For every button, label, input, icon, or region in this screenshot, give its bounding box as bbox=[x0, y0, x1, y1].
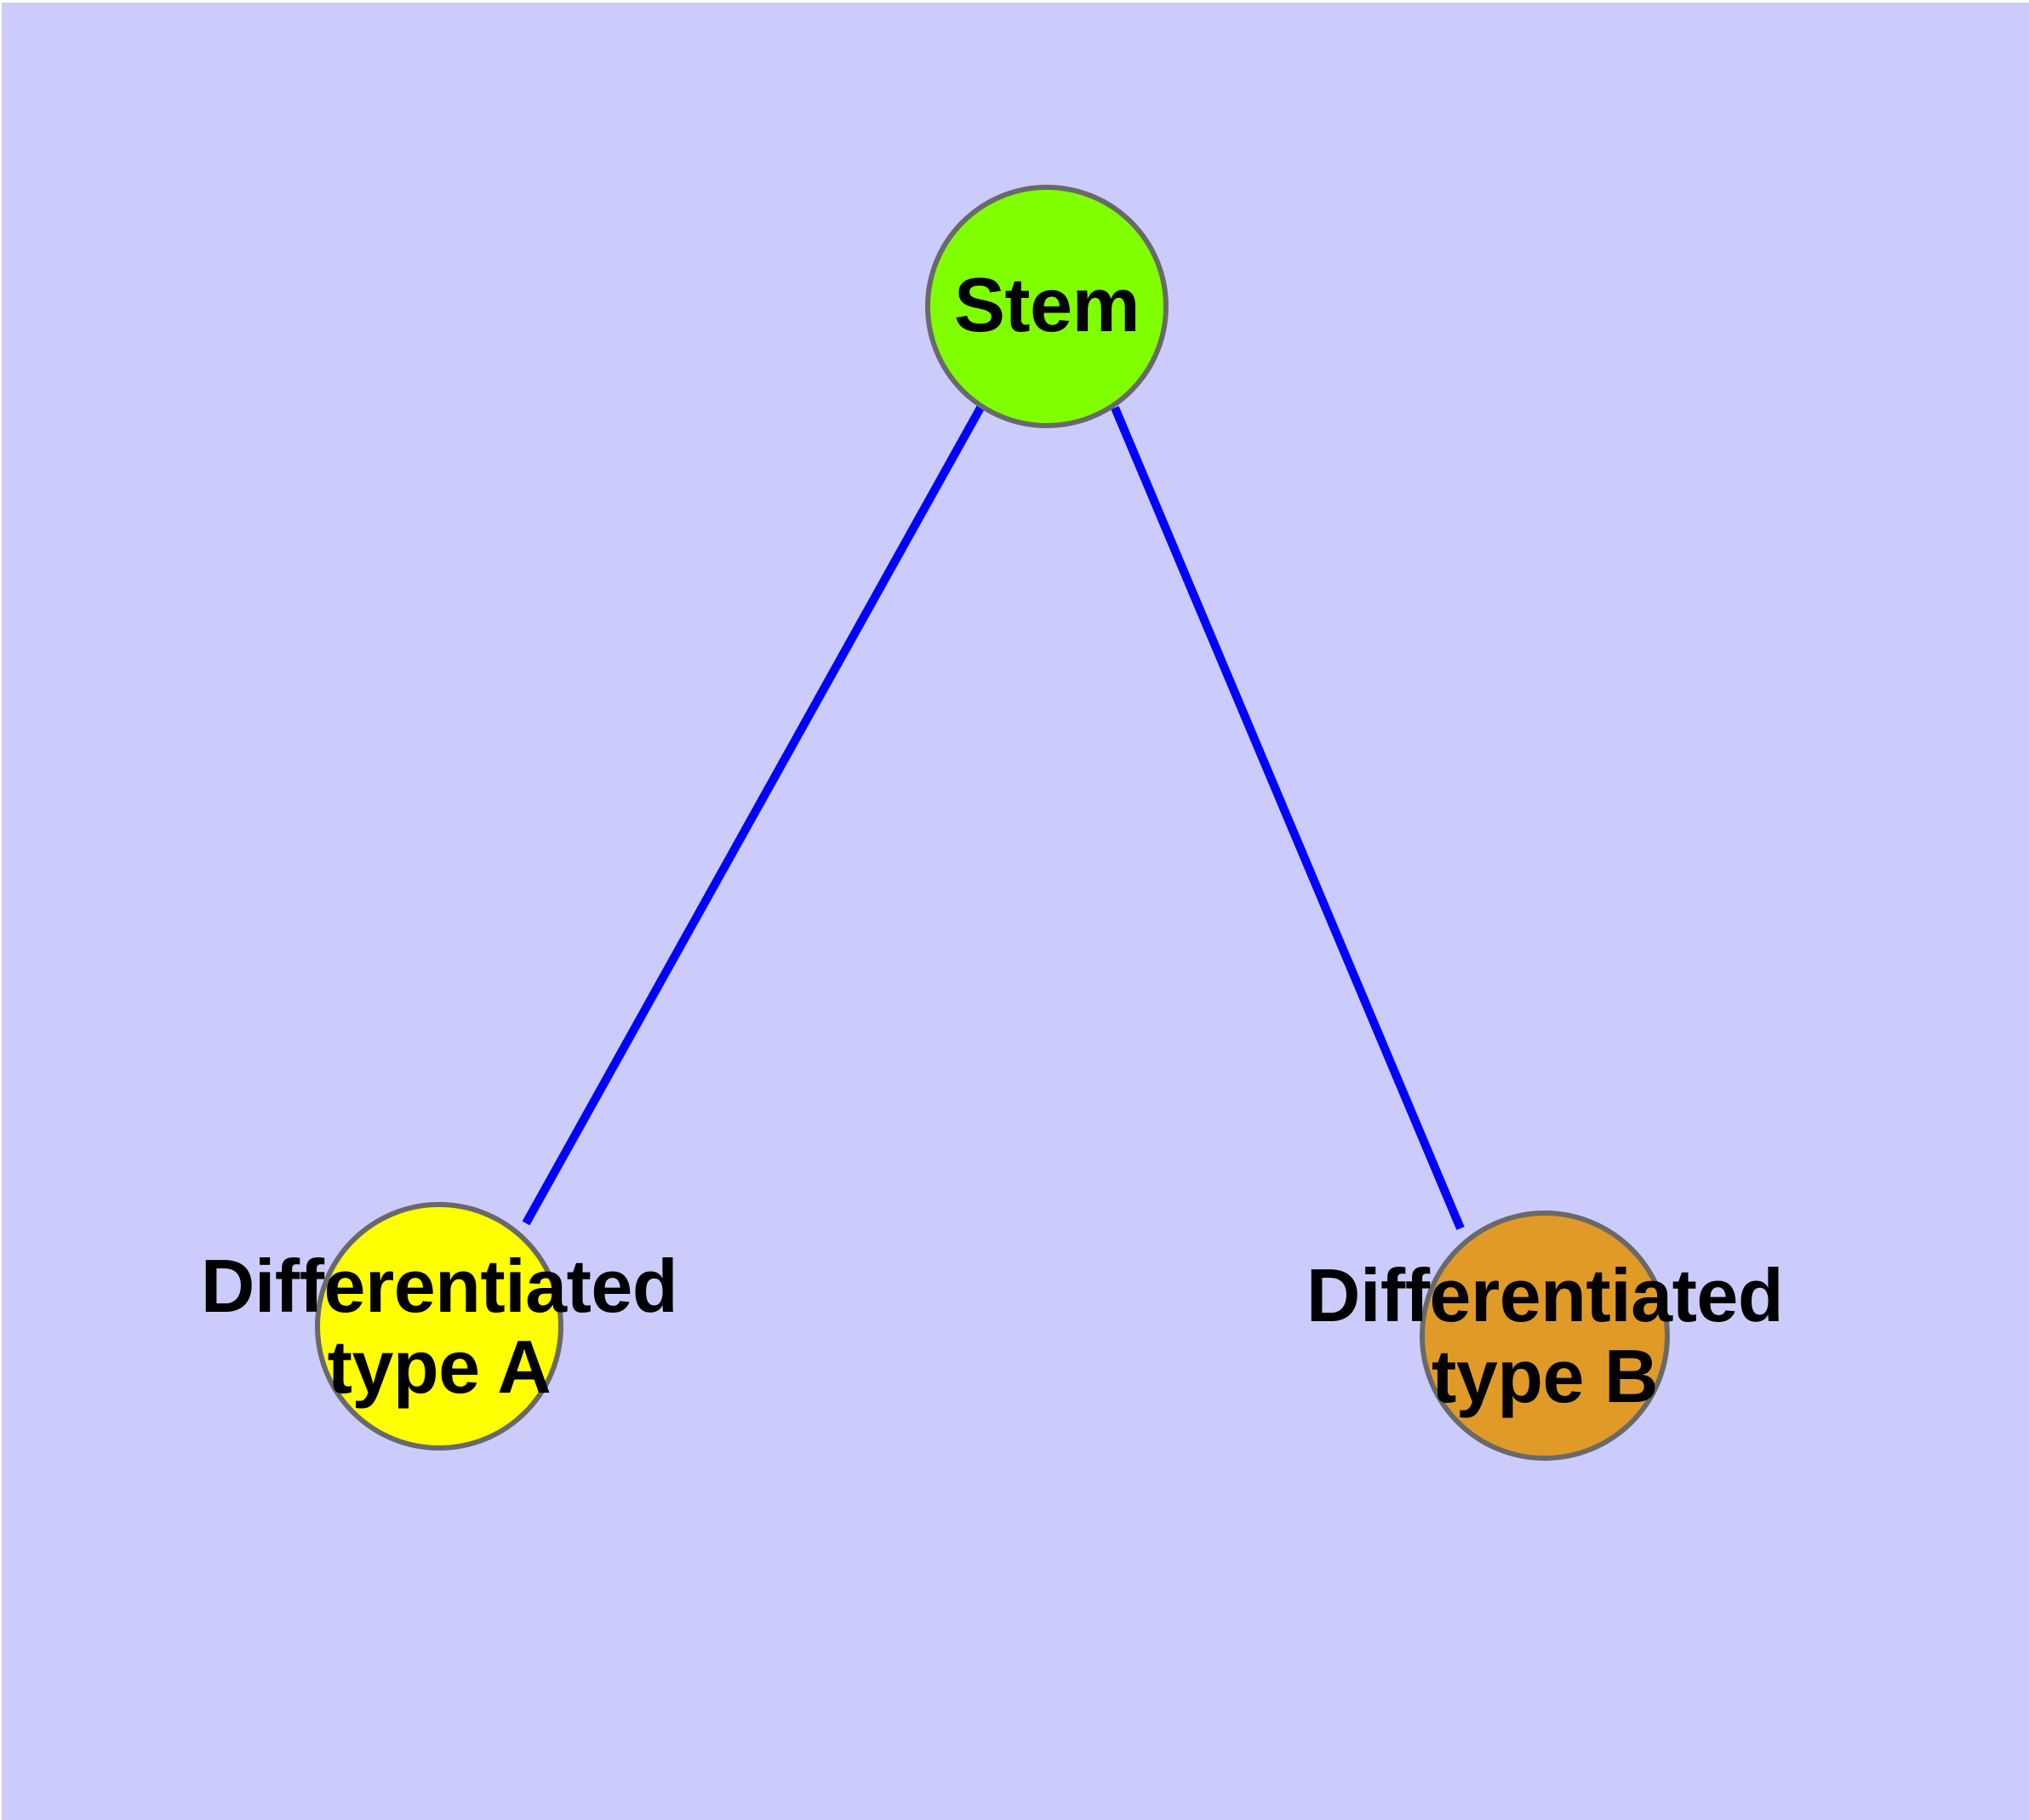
node-differentiated-type-a[interactable] bbox=[315, 1202, 563, 1451]
edge-stem-to-differentiated-type-b bbox=[1111, 406, 1465, 1230]
edge-stem-to-differentiated-type-a bbox=[522, 405, 985, 1226]
node-stem[interactable] bbox=[925, 185, 1169, 428]
node-differentiated-type-b[interactable] bbox=[1420, 1210, 1670, 1461]
